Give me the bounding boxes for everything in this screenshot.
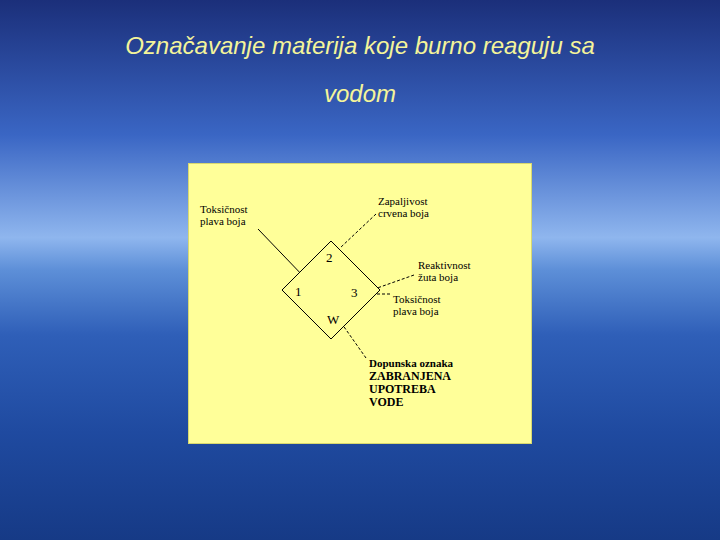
leader-line: [342, 324, 366, 358]
hazard-rating: W: [327, 313, 339, 327]
hazard-rating: 3: [351, 286, 358, 300]
callout-label: Zapaljivost crvena boja: [378, 195, 442, 219]
hazard-rating: 2: [326, 251, 333, 265]
callout-label: Toksičnost plava boja: [393, 293, 457, 317]
callout-label: ZABRANJENA UPOTREBA VODE: [369, 370, 459, 409]
hazard-rating: 1: [295, 285, 302, 299]
leader-line: [340, 214, 376, 248]
callout-label: Reaktivnost žuta boja: [418, 259, 482, 283]
callout-label: Dopunska oznaka: [369, 357, 499, 369]
callout-label: Toksičnost plava boja: [200, 203, 264, 227]
leader-line: [258, 229, 306, 279]
diamond-shape: [282, 241, 380, 339]
hazard-diamond: 2 1 3W: [281, 240, 381, 340]
slide-title: Označavanje materija koje burno reaguju …: [90, 22, 630, 118]
